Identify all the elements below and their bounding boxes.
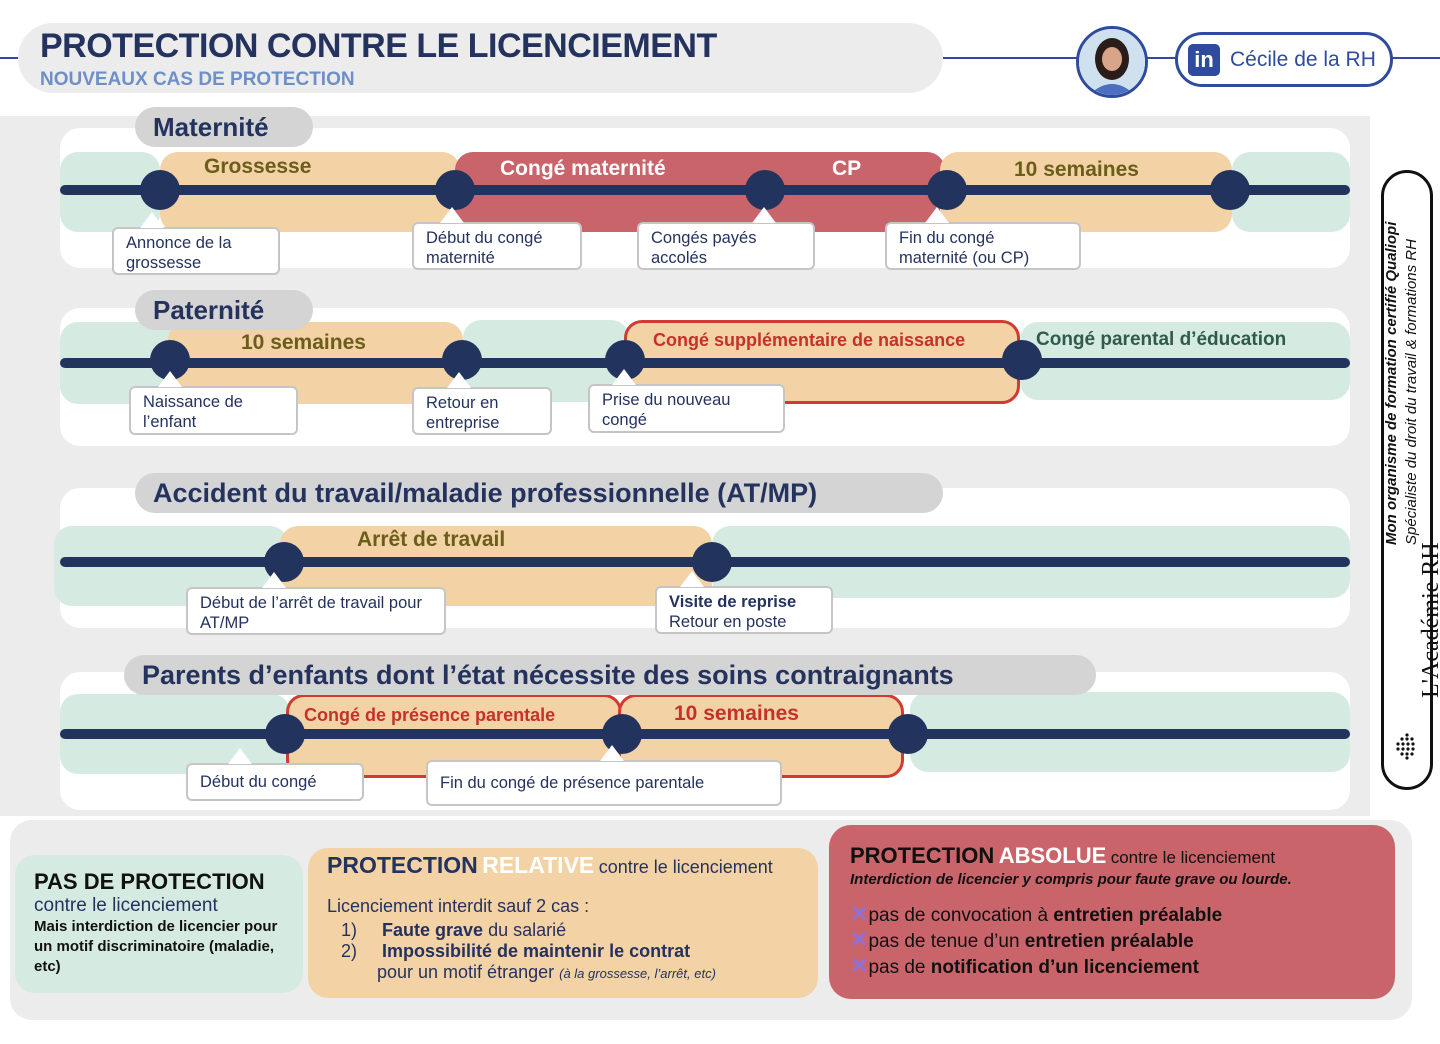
callout-fin-presence-pointer xyxy=(600,745,624,761)
atmp-label-arret: Arrêt de travail xyxy=(357,528,506,551)
cross-icon: ✕ xyxy=(850,901,869,926)
callout-debut-maternite: Début du congé maternité xyxy=(412,222,582,270)
legend-absolute-item-pre: pas de tenue d’un xyxy=(868,931,1020,952)
callout-debut-pointer xyxy=(440,207,464,223)
legend-absolute-item-bold: entretien préalable xyxy=(1024,931,1194,952)
parents-timeline xyxy=(60,729,1350,739)
paternite-label-supplementaire: Congé supplémentaire de naissance xyxy=(653,330,966,350)
callout-fin-presence: Fin du congé de présence parentale xyxy=(426,760,782,806)
legend-relative-item2-num: 2) xyxy=(341,941,358,961)
legend-relative: PROTECTION RELATIVE contre le licencieme… xyxy=(308,848,818,998)
callout-annonce: Annonce de la grossesse xyxy=(112,227,280,275)
legend-absolute-item-bold: entretien préalable xyxy=(1053,905,1223,926)
page-title: PROTECTION CONTRE LE LICENCIEMENT xyxy=(40,27,717,65)
legend-absolute: PROTECTION ABSOLUE contre le licenciemen… xyxy=(829,825,1395,999)
cross-icon: ✕ xyxy=(850,927,869,952)
author-name: Cécile de la RH xyxy=(1230,48,1376,71)
legend-none-detail: Mais interdiction de licencier pour un m… xyxy=(34,918,278,975)
legend-absolute-title-a: PROTECTION xyxy=(850,843,995,868)
callout-visite-sub: Retour en poste xyxy=(669,613,787,631)
legend-relative-item2-bold: Impossibilité de maintenir le contrat xyxy=(382,941,691,961)
legend-absolute-item: ✕pas de notification d’un licenciement xyxy=(850,954,1374,980)
header-title-pill xyxy=(18,23,943,93)
callout-retour-pointer xyxy=(447,372,471,388)
legend-absolute-item-pre: pas de convocation à xyxy=(868,905,1049,926)
callout-prise-pointer xyxy=(612,369,636,385)
callout-conges-pointer xyxy=(752,207,776,223)
legend-absolute-item: ✕pas de convocation à entretien préalabl… xyxy=(850,902,1374,928)
legend-relative-item2-rest: pour un motif étranger xyxy=(377,962,555,982)
maternite-label-grossesse: Grossesse xyxy=(204,155,312,178)
paternite-label-10sem: 10 semaines xyxy=(241,331,366,354)
paternite-label-parental: Congé parental d’éducation xyxy=(1036,329,1287,350)
legend-relative-item2-note: (à la grossesse, l’arrêt, etc) xyxy=(559,966,716,981)
legend-relative-title-a: PROTECTION xyxy=(327,852,478,878)
legend-absolute-item-pre: pas de xyxy=(868,957,926,978)
callout-debut-conge: Début du congé xyxy=(186,763,364,801)
legend-relative-item1: 1) Faute grave du salarié xyxy=(327,920,799,941)
maternite-dot-cp xyxy=(745,170,785,210)
callout-annonce-pointer xyxy=(140,212,164,228)
legend-relative-intro: Licenciement interdit sauf 2 cas : xyxy=(327,896,590,916)
legend-absolute-heading: PROTECTION ABSOLUE contre le licenciemen… xyxy=(850,843,1374,869)
parents-dot-end xyxy=(888,714,928,754)
legend-relative-item2-cont: pour un motif étranger (à la grossesse, … xyxy=(327,962,799,983)
linkedin-icon: in xyxy=(1188,44,1220,76)
legend-relative-item1-rest: du salarié xyxy=(488,920,567,940)
callout-visite-pointer xyxy=(680,571,704,587)
legend-absolute-subtitle: Interdiction de licencier y compris pour… xyxy=(850,871,1292,888)
legend-absolute-item: ✕pas de tenue d’un entretien préalable xyxy=(850,928,1374,954)
legend-relative-item2: 2) Impossibilité de maintenir le contrat xyxy=(327,941,799,962)
maternite-label-10sem: 10 semaines xyxy=(1014,158,1139,181)
sidebar-line-1: Mon organisme de formation certifié Qual… xyxy=(1383,221,1400,545)
legend-relative-item1-num: 1) xyxy=(341,920,358,940)
legend-absolute-item-bold: notification d’un licenciement xyxy=(930,957,1199,978)
maternite-dot-annonce xyxy=(140,170,180,210)
legend-absolute-list: ✕pas de convocation à entretien préalabl… xyxy=(850,902,1374,980)
callout-prise: Prise du nouveau congé xyxy=(588,384,785,433)
callout-naissance-pointer xyxy=(158,371,182,387)
sidebar-frame xyxy=(1381,170,1433,790)
legend-none: PAS DE PROTECTION contre le licenciement… xyxy=(15,855,303,993)
paternite-title: Paternité xyxy=(135,290,313,330)
legend-absolute-title-b: ABSOLUE xyxy=(998,843,1107,868)
callout-fin-pointer xyxy=(925,207,949,223)
legend-none-title: PAS DE PROTECTION xyxy=(34,869,265,894)
atmp-title: Accident du travail/maladie professionne… xyxy=(135,473,943,513)
parents-label-presence: Congé de présence parentale xyxy=(304,705,556,725)
legend-none-sub: contre le licenciement xyxy=(34,895,218,916)
maternite-label-conge: Congé maternité xyxy=(500,157,666,180)
legend-relative-heading: PROTECTION RELATIVE contre le licencieme… xyxy=(327,852,799,879)
maternite-dot-end xyxy=(1210,170,1250,210)
maternite-dot-debut xyxy=(435,170,475,210)
callout-debut-conge-pointer xyxy=(228,748,252,764)
sidebar-line-2: Spécialiste du droit du travail & format… xyxy=(1403,239,1420,545)
cross-icon: ✕ xyxy=(850,953,869,978)
callout-conges-payes: Congés payés accolés xyxy=(637,222,815,270)
maternite-label-cp: CP xyxy=(832,157,862,180)
maternite-title: Maternité xyxy=(135,107,313,147)
brand-logo-icon xyxy=(1394,732,1420,760)
parents-label-10sem: 10 semaines xyxy=(674,702,799,725)
callout-visite-bold: Visite de reprise xyxy=(669,593,797,611)
parents-title: Parents d’enfants dont l’état nécessite … xyxy=(124,655,1096,695)
callout-naissance: Naissance de l’enfant xyxy=(129,386,298,435)
paternite-dot-parental xyxy=(1002,340,1042,380)
linkedin-badge[interactable]: in Cécile de la RH xyxy=(1175,32,1393,87)
legend-relative-title-c: contre le licenciement xyxy=(598,857,773,877)
parents-dot-debut xyxy=(265,714,305,754)
paternite-timeline xyxy=(60,358,1350,368)
legend-absolute-title-c: contre le licenciement xyxy=(1110,848,1276,867)
callout-fin-maternite: Fin du congé maternité (ou CP) xyxy=(885,222,1081,270)
callout-debut-arret-pointer xyxy=(262,572,286,588)
legend-relative-title-b: RELATIVE xyxy=(482,852,595,878)
avatar xyxy=(1076,26,1148,98)
legend-relative-item1-bold: Faute grave xyxy=(382,920,484,940)
callout-debut-arret: Début de l’arrêt de travail pour AT/MP xyxy=(186,587,446,635)
callout-visite: Visite de reprise Retour en poste xyxy=(655,586,833,634)
callout-retour: Retour en entreprise xyxy=(412,387,552,435)
maternite-dot-fin xyxy=(927,170,967,210)
page-subtitle: NOUVEAUX CAS DE PROTECTION xyxy=(40,69,355,90)
maternite-timeline xyxy=(60,185,1350,195)
